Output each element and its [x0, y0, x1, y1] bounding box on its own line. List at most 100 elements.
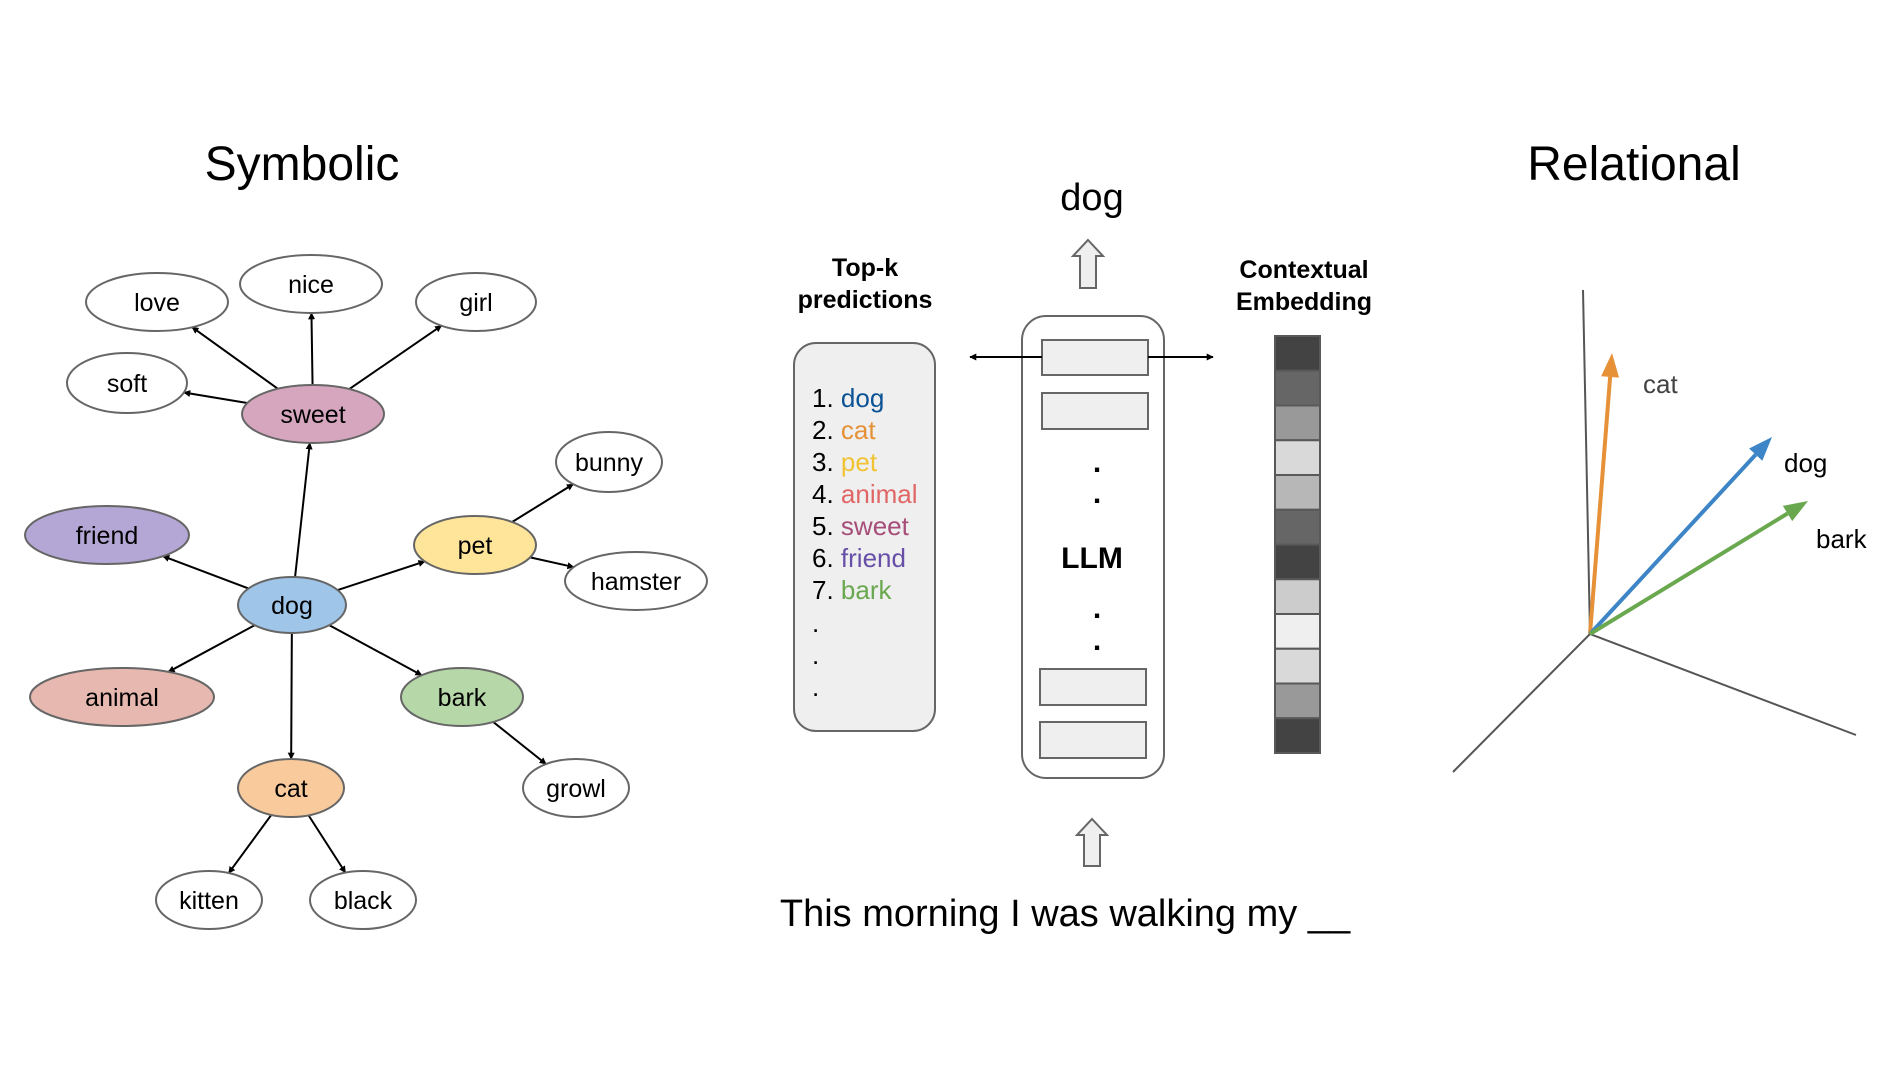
node-ellipse	[29, 667, 215, 727]
prediction-rank: 6.	[812, 543, 841, 573]
vector-shaft	[1588, 453, 1758, 636]
node-sweet: sweet	[241, 384, 385, 444]
embedding-cell	[1274, 613, 1321, 650]
prediction-rank: 2.	[812, 415, 841, 445]
topk-list-box	[793, 342, 936, 732]
node-growl: growl	[522, 758, 630, 818]
node-pet: pet	[413, 515, 537, 575]
node-nice: nice	[239, 254, 383, 314]
embedding-cell	[1274, 717, 1321, 754]
prediction-ellipsis-dot: .	[812, 608, 819, 638]
node-label: dog	[271, 592, 313, 620]
node-friend: friend	[24, 505, 190, 565]
prediction-word: cat	[841, 415, 876, 445]
edge-sweet-to-nice	[308, 312, 316, 386]
vector-label: dog	[1784, 448, 1827, 478]
prediction-rank: 3.	[812, 447, 841, 477]
prediction-rank: 4.	[812, 479, 841, 509]
edge-dog-to-bark	[328, 624, 423, 677]
node-ellipse	[85, 272, 229, 332]
axis-left	[1452, 633, 1591, 773]
node-animal: animal	[29, 667, 215, 727]
output-up-arrow-icon	[1070, 238, 1106, 289]
embedding-cell	[1274, 404, 1321, 442]
topk-header-line2: predictions	[798, 286, 933, 314]
input-sentence: This morning I was walking my __	[780, 893, 1351, 935]
node-label: bunny	[575, 449, 644, 477]
llm-layer-top-2	[1041, 392, 1149, 430]
prediction-ellipsis-dot: .	[812, 672, 819, 702]
node-ellipse	[522, 758, 630, 818]
node-ellipse	[413, 515, 537, 575]
vector-label: bark	[1816, 524, 1868, 554]
node-girl: girl	[415, 272, 537, 332]
prediction-rank: 5.	[812, 511, 841, 541]
prediction-word: dog	[841, 383, 884, 413]
node-label: animal	[85, 684, 159, 712]
node-label: cat	[274, 775, 307, 803]
vector-dog: dog	[1588, 437, 1827, 636]
llm-layer-bottom-1	[1039, 668, 1147, 706]
node-label: friend	[76, 522, 139, 550]
node-ellipse	[66, 352, 188, 414]
llm-layer-bottom-2	[1039, 721, 1147, 759]
node-label: soft	[107, 370, 147, 398]
prediction-item: 2. cat	[812, 415, 876, 445]
output-word: dog	[1060, 177, 1123, 219]
vector-arrowhead-icon	[1749, 437, 1772, 461]
node-ellipse	[415, 272, 537, 332]
embedding-cell	[1274, 682, 1321, 720]
llm-dot: .	[1093, 477, 1101, 510]
embedding-header-line1: Contextual	[1239, 256, 1368, 284]
llm-dot: .	[1093, 624, 1101, 657]
edge-dog-to-friend	[162, 555, 249, 590]
topk-header-line1: Top-k	[832, 254, 898, 282]
node-black: black	[309, 870, 417, 930]
node-label: kitten	[179, 887, 239, 915]
node-cat: cat	[237, 758, 345, 818]
llm-layer-top-1	[1041, 339, 1149, 376]
llm-box	[1021, 315, 1165, 779]
vector-shaft	[1588, 511, 1789, 636]
prediction-word: friend	[841, 543, 906, 573]
node-ellipse	[241, 384, 385, 444]
llm-dot: .	[1093, 446, 1101, 479]
word-vectors: cat dog bark	[1588, 353, 1868, 636]
prediction-rank: 7.	[812, 575, 841, 605]
embedding-vector	[1274, 335, 1321, 754]
node-label: hamster	[591, 568, 681, 596]
node-label: girl	[459, 289, 492, 317]
llm-dot: .	[1093, 592, 1101, 625]
edge-sweet-to-love	[191, 326, 279, 390]
prediction-word: animal	[841, 479, 918, 509]
node-ellipse	[309, 870, 417, 930]
node-ellipse	[237, 576, 347, 634]
embedding-cell	[1274, 369, 1321, 407]
graph-edges	[162, 312, 575, 874]
axis-vertical	[1582, 289, 1591, 635]
edge-dog-to-animal	[167, 624, 256, 673]
node-soft: soft	[66, 352, 188, 414]
node-kitten: kitten	[155, 870, 263, 930]
embedding-cell	[1274, 439, 1321, 476]
embedding-cell	[1274, 508, 1321, 546]
edge-sweet-to-girl	[348, 324, 443, 390]
node-ellipse	[155, 870, 263, 930]
node-ellipse	[555, 431, 663, 493]
prediction-rank: 1.	[812, 383, 841, 413]
edge-bark-to-growl	[492, 721, 547, 765]
node-ellipse	[237, 758, 345, 818]
prediction-word: pet	[841, 447, 878, 477]
node-hamster: hamster	[564, 551, 708, 611]
node-bark: bark	[400, 667, 524, 727]
embedding-cell	[1274, 543, 1321, 581]
embedding-cell	[1274, 474, 1321, 511]
edge-sweet-to-soft	[183, 390, 248, 405]
node-label: pet	[458, 532, 493, 560]
embedding-header-line2: Embedding	[1236, 288, 1372, 316]
vector-cat: cat	[1588, 353, 1678, 635]
